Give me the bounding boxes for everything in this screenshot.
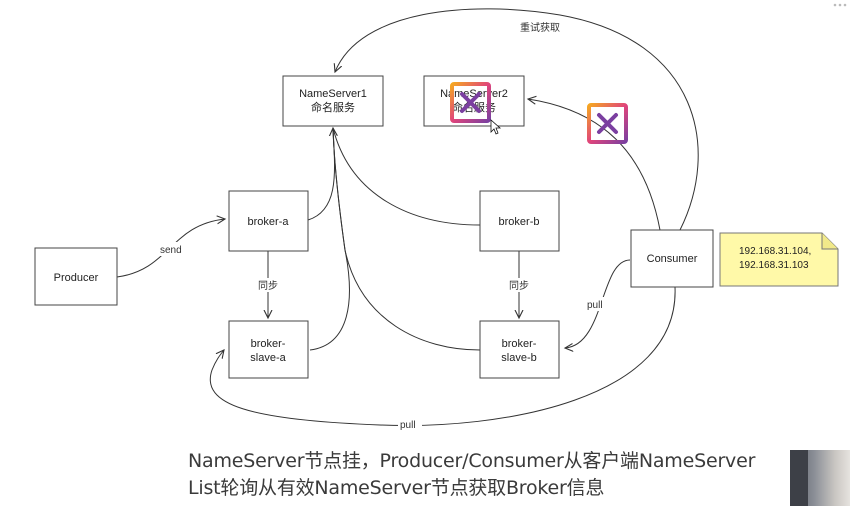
broker-slave-b-line1: broker- bbox=[502, 338, 537, 350]
node-broker-slave-a: broker- slave-a bbox=[228, 320, 309, 379]
webcam-thumbnail bbox=[790, 450, 850, 506]
corner-dots-icon bbox=[833, 3, 847, 7]
failed-x-icon bbox=[587, 103, 628, 144]
edge-consumer-to-nameserver2 bbox=[528, 99, 661, 231]
node-broker-a: broker-a bbox=[228, 190, 309, 252]
edge-label-retry: 重试获取 bbox=[520, 21, 560, 34]
consumer-label: Consumer bbox=[647, 253, 698, 265]
caption-line2: List轮询从有效NameServer节点获取Broker信息 bbox=[188, 477, 605, 499]
node-broker-b: broker-b bbox=[479, 190, 560, 252]
broker-b-label: broker-b bbox=[499, 216, 540, 228]
edge-label-send: send bbox=[160, 245, 182, 256]
nameserver1-title: NameServer1 bbox=[299, 88, 367, 100]
nameserver1-subtitle: 命名服务 bbox=[311, 100, 355, 114]
producer-label: Producer bbox=[54, 272, 99, 284]
failed-x-icon bbox=[450, 82, 491, 123]
caption-line1: NameServer节点挂，Producer/Consumer从客户端NameS… bbox=[188, 450, 756, 472]
edge-label-pull-consumer: pull bbox=[587, 300, 603, 311]
webcam-shadow bbox=[790, 450, 808, 506]
edge-broker-a-to-nameserver1 bbox=[307, 128, 335, 221]
edge-broker-b-to-nameserver1 bbox=[332, 127, 481, 226]
broker-slave-b-line2: slave-b bbox=[501, 352, 536, 364]
caption: NameServer节点挂，Producer/Consumer从客户端NameS… bbox=[188, 448, 788, 502]
edge-consumer-pull-slave-a bbox=[209, 286, 676, 426]
broker-slave-a-line1: broker- bbox=[251, 338, 286, 350]
edge-label-pull-bottom: pull bbox=[400, 420, 416, 431]
ip-address-note: 192.168.31.104, 192.168.31.103 bbox=[719, 232, 839, 287]
edge-retry-consumer-to-nameserver1 bbox=[335, 8, 699, 231]
node-producer: Producer bbox=[34, 247, 118, 306]
node-nameserver1: NameServer1 命名服务 bbox=[282, 75, 384, 127]
node-broker-slave-b: broker- slave-b bbox=[479, 320, 560, 379]
edge-label-sync-a: 同步 bbox=[258, 280, 278, 292]
broker-slave-a-line2: slave-a bbox=[250, 352, 286, 364]
edge-broker-slave-b-to-nameserver1 bbox=[332, 127, 481, 351]
note-line2: 192.168.31.103 bbox=[739, 260, 809, 271]
node-consumer: Consumer bbox=[630, 229, 714, 288]
mouse-cursor-icon bbox=[490, 119, 502, 135]
note-line1: 192.168.31.104, bbox=[739, 246, 811, 257]
broker-a-label: broker-a bbox=[248, 216, 290, 228]
edge-label-sync-b: 同步 bbox=[509, 280, 529, 292]
